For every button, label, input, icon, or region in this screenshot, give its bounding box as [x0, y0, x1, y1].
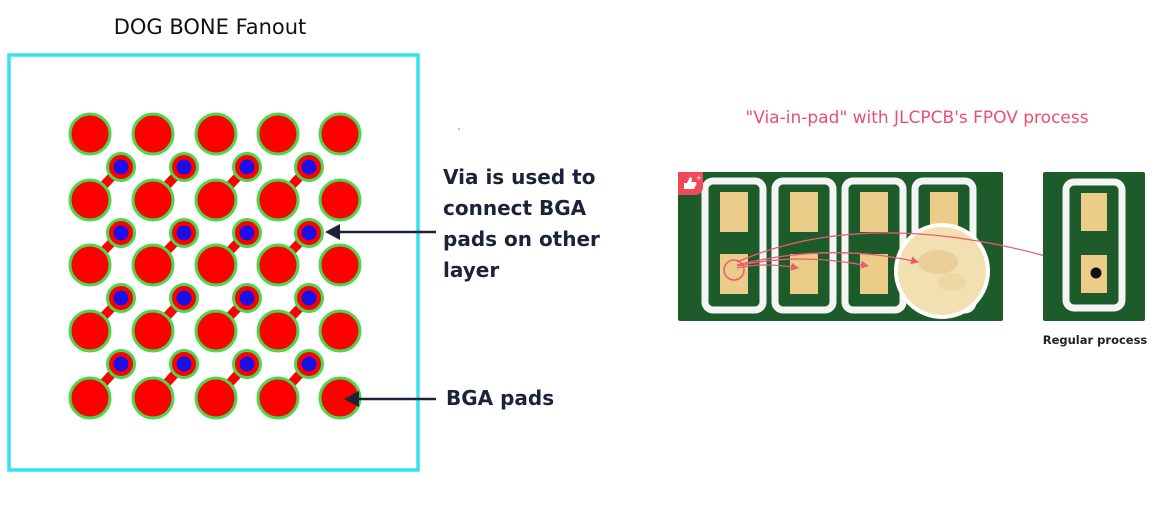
bga-pad [256, 309, 300, 353]
thumbs-up-icon [684, 177, 697, 189]
bga-pad [194, 178, 238, 222]
smd-pad [790, 254, 818, 294]
bga-pad [68, 243, 112, 287]
bga-pad [318, 243, 362, 287]
smd-pad [790, 192, 818, 232]
bga-pad [318, 112, 362, 156]
via-in-pad-title: "Via-in-pad" with JLCPCB's FPOV process [745, 108, 1089, 128]
bga-pad [256, 112, 300, 156]
fpov-board: + [678, 172, 1093, 321]
via-hole [176, 290, 192, 306]
via-hole [113, 159, 129, 175]
via-hole [301, 225, 317, 241]
fpov-arrows [736, 232, 1093, 272]
via-hole [239, 356, 255, 372]
via-hole [239, 225, 255, 241]
via-hole [239, 159, 255, 175]
stray-dot [458, 128, 460, 130]
via-hole [1090, 267, 1102, 279]
via-hole [113, 290, 129, 306]
via-hole [301, 159, 317, 175]
regular-process-caption: Regular process [1042, 333, 1148, 347]
bga-pad [131, 178, 175, 222]
bga-pad-grid [68, 112, 362, 420]
bga-pad [256, 243, 300, 287]
via-hole [176, 225, 192, 241]
bga-pad [256, 178, 300, 222]
bga-pad [68, 178, 112, 222]
bga-pad [318, 309, 362, 353]
via-annotation: Via is used to connect BGA pads on other… [443, 165, 600, 282]
solder-mask-frame [771, 177, 837, 314]
highlight-ring [723, 259, 745, 281]
svg-text:+: + [696, 174, 702, 182]
badge: + [678, 172, 703, 195]
via-hole [113, 225, 129, 241]
via-hole [301, 356, 317, 372]
bga-pad [68, 309, 112, 353]
bga-pad [318, 178, 362, 222]
smd-pad [860, 254, 888, 294]
magnifier-lens [894, 223, 990, 319]
regular-board [1043, 172, 1145, 321]
solder-mask-frame [701, 177, 767, 314]
bga-pad [131, 243, 175, 287]
via-hole [113, 356, 129, 372]
pad-pointer-arrow [344, 391, 436, 407]
bga-pad [194, 376, 238, 420]
via-hole [176, 159, 192, 175]
bga-pad [68, 112, 112, 156]
via-hole [239, 290, 255, 306]
via-hole [301, 290, 317, 306]
bga-pad [131, 112, 175, 156]
via-group [106, 152, 324, 379]
bga-pad [194, 243, 238, 287]
bga-pad [131, 309, 175, 353]
via-hole [176, 356, 192, 372]
smd-pad [860, 192, 888, 232]
dogbone-title: DOG BONE Fanout [113, 15, 307, 39]
bga-pad [68, 376, 112, 420]
bga-pad [256, 376, 300, 420]
via-pointer-arrow [325, 224, 436, 240]
bga-pad [131, 376, 175, 420]
smd-pad [720, 192, 748, 232]
bga-pads-annotation: BGA pads [446, 386, 555, 410]
bga-pad [194, 309, 238, 353]
bga-pad [194, 112, 238, 156]
